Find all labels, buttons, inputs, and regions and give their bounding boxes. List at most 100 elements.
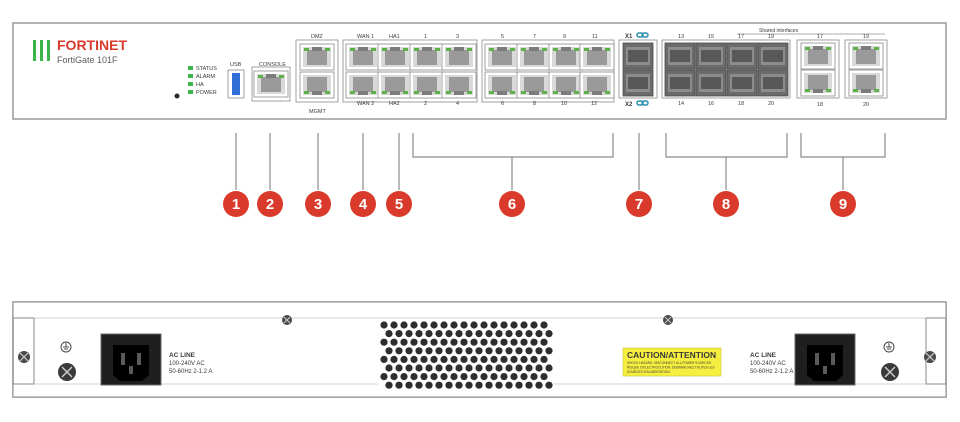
vent-hole (490, 355, 498, 363)
port-10 (548, 71, 584, 99)
port-2-label: 2 (424, 101, 427, 107)
port-6 (484, 71, 520, 99)
led-ha-label: HA (196, 82, 204, 88)
vent-hole (420, 373, 428, 381)
vent-hole (490, 338, 498, 346)
vent-hole (545, 347, 553, 355)
x1-link-icon (636, 32, 649, 38)
vent-hole (400, 373, 408, 381)
port-1 (409, 43, 445, 71)
vent-hole (440, 338, 448, 346)
vent-hole (385, 347, 393, 355)
callout-3: 3 (305, 191, 331, 217)
vent-hole (410, 355, 418, 363)
vent-hole (390, 338, 398, 346)
vent-hole (400, 338, 408, 346)
x2-sfp-port (622, 69, 654, 97)
rj-port-19 (848, 42, 884, 70)
x1-label: X1 (625, 34, 633, 40)
usb-label: USB (230, 62, 242, 68)
vent-hole (510, 373, 518, 381)
vent-hole (475, 330, 483, 338)
vent-hole (445, 364, 453, 372)
vent-hole (480, 373, 488, 381)
vent-hole (430, 355, 438, 363)
vent-hole (545, 330, 553, 338)
vent-hole (440, 373, 448, 381)
mgmt-port (299, 71, 335, 99)
callout-5: 5 (386, 191, 412, 217)
svg-text:6: 6 (508, 196, 516, 213)
vent-hole (475, 364, 483, 372)
rj-17-label: 17 (817, 34, 823, 40)
vent-hole (425, 364, 433, 372)
vent-hole (530, 355, 538, 363)
model-text: FortiGate 101F (57, 55, 118, 65)
vent-hole (525, 364, 533, 372)
callout-4: 4 (350, 191, 376, 217)
svg-text:5: 5 (395, 196, 403, 213)
vent-hole (395, 364, 403, 372)
callout-7: 7 (626, 191, 652, 217)
vent-hole (405, 364, 413, 372)
led-power-label: POWER (196, 90, 217, 96)
vent-hole (525, 347, 533, 355)
port-9 (548, 43, 584, 71)
reset-button (174, 93, 180, 99)
console-label: CONSOLE (259, 62, 286, 68)
vent-hole (415, 381, 423, 389)
vent-hole (450, 321, 458, 329)
vent-hole (395, 347, 403, 355)
vent-hole (540, 355, 548, 363)
vent-hole (525, 381, 533, 389)
port-7-label: 7 (533, 34, 536, 40)
vent-hole (515, 347, 523, 355)
ha2-label: HA2 (389, 101, 400, 107)
power-inlet-left (100, 333, 162, 386)
vent-hole (410, 338, 418, 346)
port-5 (484, 43, 520, 71)
vent-hole (510, 338, 518, 346)
port-8 (516, 71, 552, 99)
vent-hole (460, 321, 468, 329)
svg-text:1: 1 (232, 196, 240, 213)
port-4-label: 4 (456, 101, 459, 107)
port-12 (579, 71, 615, 99)
screw-icon (924, 351, 936, 363)
shared-interfaces-label: Shared interfaces (759, 28, 799, 34)
sfp-18-label: 18 (738, 101, 744, 107)
callout-1: 1 (223, 191, 249, 217)
vent-hole (505, 364, 513, 372)
vent-hole (540, 338, 548, 346)
vent-hole (430, 338, 438, 346)
vent-hole (495, 347, 503, 355)
vent-hole (455, 364, 463, 372)
vent-hole (475, 381, 483, 389)
x2-link-icon (636, 100, 649, 106)
vent-hole (530, 338, 538, 346)
sfp-19-label: 19 (768, 34, 774, 40)
caution-line1: SHOCK HAZARD. DISCONNECT ALL POWER SOURC… (627, 361, 712, 365)
port-11 (579, 43, 615, 71)
sfp-17 (726, 42, 758, 70)
svg-text:2: 2 (266, 196, 274, 213)
callout-9: 9 (830, 191, 856, 217)
vent-hole (455, 330, 463, 338)
vent-hole (460, 355, 468, 363)
vent-hole (430, 321, 438, 329)
wan1-label: WAN 1 (357, 34, 374, 40)
x1-sfp-port (622, 42, 654, 70)
sfp-17-label: 17 (738, 34, 744, 40)
vent-hole (530, 373, 538, 381)
dmz-label: DMZ (311, 34, 324, 40)
vent-hole (515, 381, 523, 389)
screw-icon (282, 315, 292, 325)
vent-hole (400, 355, 408, 363)
vent-hole (425, 347, 433, 355)
vent-hole (405, 347, 413, 355)
vent-hole (500, 355, 508, 363)
sfp-13 (664, 42, 696, 70)
vent-hole (525, 330, 533, 338)
vent-hole (405, 330, 413, 338)
